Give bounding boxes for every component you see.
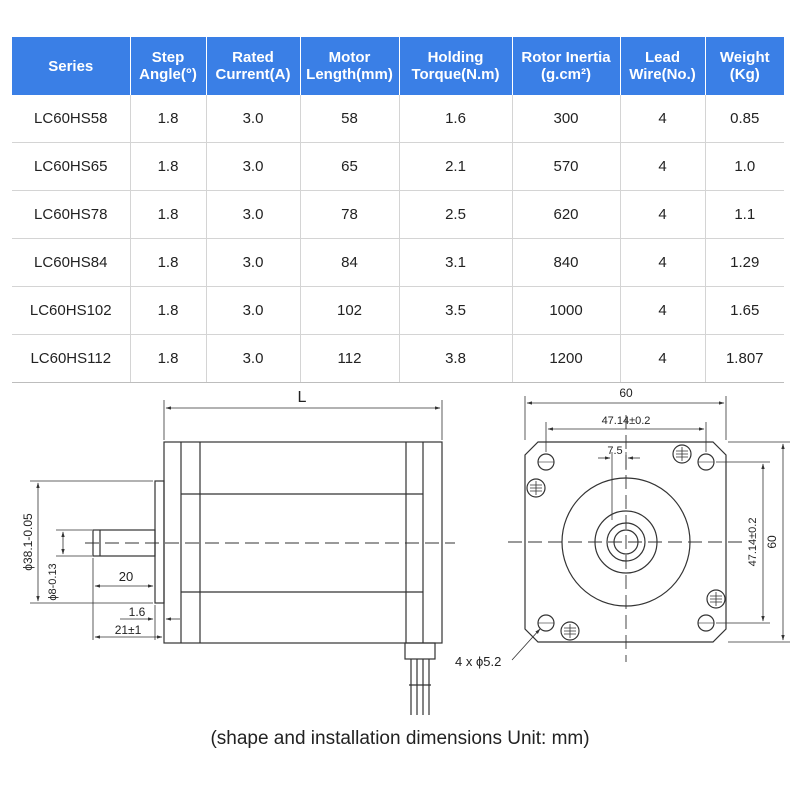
- header-series: Series: [12, 37, 131, 95]
- cell-rated-current: 3.0: [206, 286, 301, 335]
- pilot-inner-circle: [594, 510, 658, 574]
- cell-weight: 1.807: [705, 334, 784, 383]
- cell-series: LC60HS112: [12, 334, 131, 383]
- cell-weight: 0.85: [705, 95, 784, 143]
- cell-motor-length: 78: [300, 190, 400, 239]
- label-flange-dia: ϕ38.1-0.05: [21, 513, 35, 571]
- header-rotor-inertia: Rotor Inertia(g.cm²): [512, 37, 621, 95]
- cell-weight: 1.65: [705, 286, 784, 335]
- cell-rotor-inertia: 620: [512, 190, 621, 239]
- hole-leader: [511, 628, 541, 661]
- screw-head: [526, 478, 546, 498]
- screw-head: [560, 621, 580, 641]
- cell-series: LC60HS58: [12, 95, 131, 143]
- cell-motor-length: 112: [300, 334, 400, 383]
- label-length: L: [298, 389, 307, 406]
- cell-series: LC60HS78: [12, 190, 131, 239]
- cell-motor-length: 58: [300, 95, 400, 143]
- cell-rated-current: 3.0: [206, 142, 301, 191]
- cell-weight: 1.1: [705, 190, 784, 239]
- cell-series: LC60HS102: [12, 286, 131, 335]
- flange-square: [524, 441, 727, 643]
- cell-motor-length: 84: [300, 238, 400, 287]
- label-height: 60: [765, 535, 779, 549]
- cell-holding-torque: 3.5: [399, 286, 513, 335]
- cell-motor-length: 102: [300, 286, 400, 335]
- cell-rated-current: 3.0: [206, 95, 301, 143]
- table-row: LC60HS112 1.8 3.0 112 3.8 1200 4 1.807: [12, 334, 784, 383]
- cell-step-angle: 1.8: [130, 334, 207, 383]
- table-row: LC60HS78 1.8 3.0 78 2.5 620 4 1.1: [12, 190, 784, 239]
- label-shaft-length: 20: [119, 569, 133, 584]
- cell-rated-current: 3.0: [206, 238, 301, 287]
- cell-rotor-inertia: 1200: [512, 334, 621, 383]
- cell-holding-torque: 3.8: [399, 334, 513, 383]
- screw-slot: [710, 592, 722, 606]
- flange-plate: [154, 480, 165, 604]
- table-row: LC60HS58 1.8 3.0 58 1.6 300 4 0.85: [12, 95, 784, 143]
- label-shaft-total: 21±1: [115, 623, 142, 637]
- cell-series: LC60HS65: [12, 142, 131, 191]
- screw-slot: [530, 481, 542, 495]
- front-view: [508, 396, 790, 662]
- screw-head: [706, 589, 726, 609]
- cell-rotor-inertia: 840: [512, 238, 621, 287]
- table-row: LC60HS102 1.8 3.0 102 3.5 1000 4 1.65: [12, 286, 784, 335]
- screw-slot: [564, 624, 576, 638]
- cell-step-angle: 1.8: [130, 95, 207, 143]
- screw-head: [672, 444, 692, 464]
- cell-series: LC60HS84: [12, 238, 131, 287]
- label-width: 60: [619, 386, 633, 400]
- cell-lead-wire: 4: [620, 238, 706, 287]
- cell-holding-torque: 2.5: [399, 190, 513, 239]
- cell-holding-torque: 2.1: [399, 142, 513, 191]
- cell-lead-wire: 4: [620, 190, 706, 239]
- label-holes: 4 x ϕ5.2: [455, 654, 501, 669]
- cell-rated-current: 3.0: [206, 334, 301, 383]
- shaft-bore-circle: [613, 529, 639, 555]
- cell-holding-torque: 1.6: [399, 95, 513, 143]
- shaft: [92, 529, 156, 557]
- cell-motor-length: 65: [300, 142, 400, 191]
- cell-lead-wire: 4: [620, 286, 706, 335]
- label-hole-spacing-vertical: 47.14±0.2: [747, 518, 759, 567]
- label-flat: 7.5: [607, 445, 622, 457]
- pilot-circle: [561, 477, 691, 607]
- screw-slot: [676, 447, 688, 461]
- cell-holding-torque: 3.1: [399, 238, 513, 287]
- table-row: LC60HS84 1.8 3.0 84 3.1 840 4 1.29: [12, 238, 784, 287]
- cell-rotor-inertia: 1000: [512, 286, 621, 335]
- cell-lead-wire: 4: [620, 142, 706, 191]
- motor-body: [163, 441, 443, 644]
- cell-step-angle: 1.8: [130, 190, 207, 239]
- side-view: [30, 400, 455, 715]
- cell-rotor-inertia: 300: [512, 95, 621, 143]
- cell-step-angle: 1.8: [130, 286, 207, 335]
- cell-step-angle: 1.8: [130, 142, 207, 191]
- label-boss-thickness: 1.6: [129, 605, 146, 619]
- wire-connector: [404, 642, 436, 660]
- cell-step-angle: 1.8: [130, 238, 207, 287]
- shaft-circle: [606, 522, 646, 562]
- cell-weight: 1.0: [705, 142, 784, 191]
- cell-lead-wire: 4: [620, 334, 706, 383]
- dimension-drawing: L ϕ38.1-0.05 ϕ8-0.13 20 1.6 21±1: [21, 386, 790, 715]
- table-row: LC60HS65 1.8 3.0 65 2.1 570 4 1.0: [12, 142, 784, 191]
- drawing-caption: (shape and installation dimensions Unit:…: [210, 728, 590, 749]
- cell-lead-wire: 4: [620, 95, 706, 143]
- header-weight: Weight(Kg): [705, 37, 784, 95]
- cell-rated-current: 3.0: [206, 190, 301, 239]
- label-hole-spacing: 47.14±0.2: [602, 415, 651, 427]
- cell-weight: 1.29: [705, 238, 784, 287]
- label-shaft-dia: ϕ8-0.13: [47, 563, 59, 600]
- cell-rotor-inertia: 570: [512, 142, 621, 191]
